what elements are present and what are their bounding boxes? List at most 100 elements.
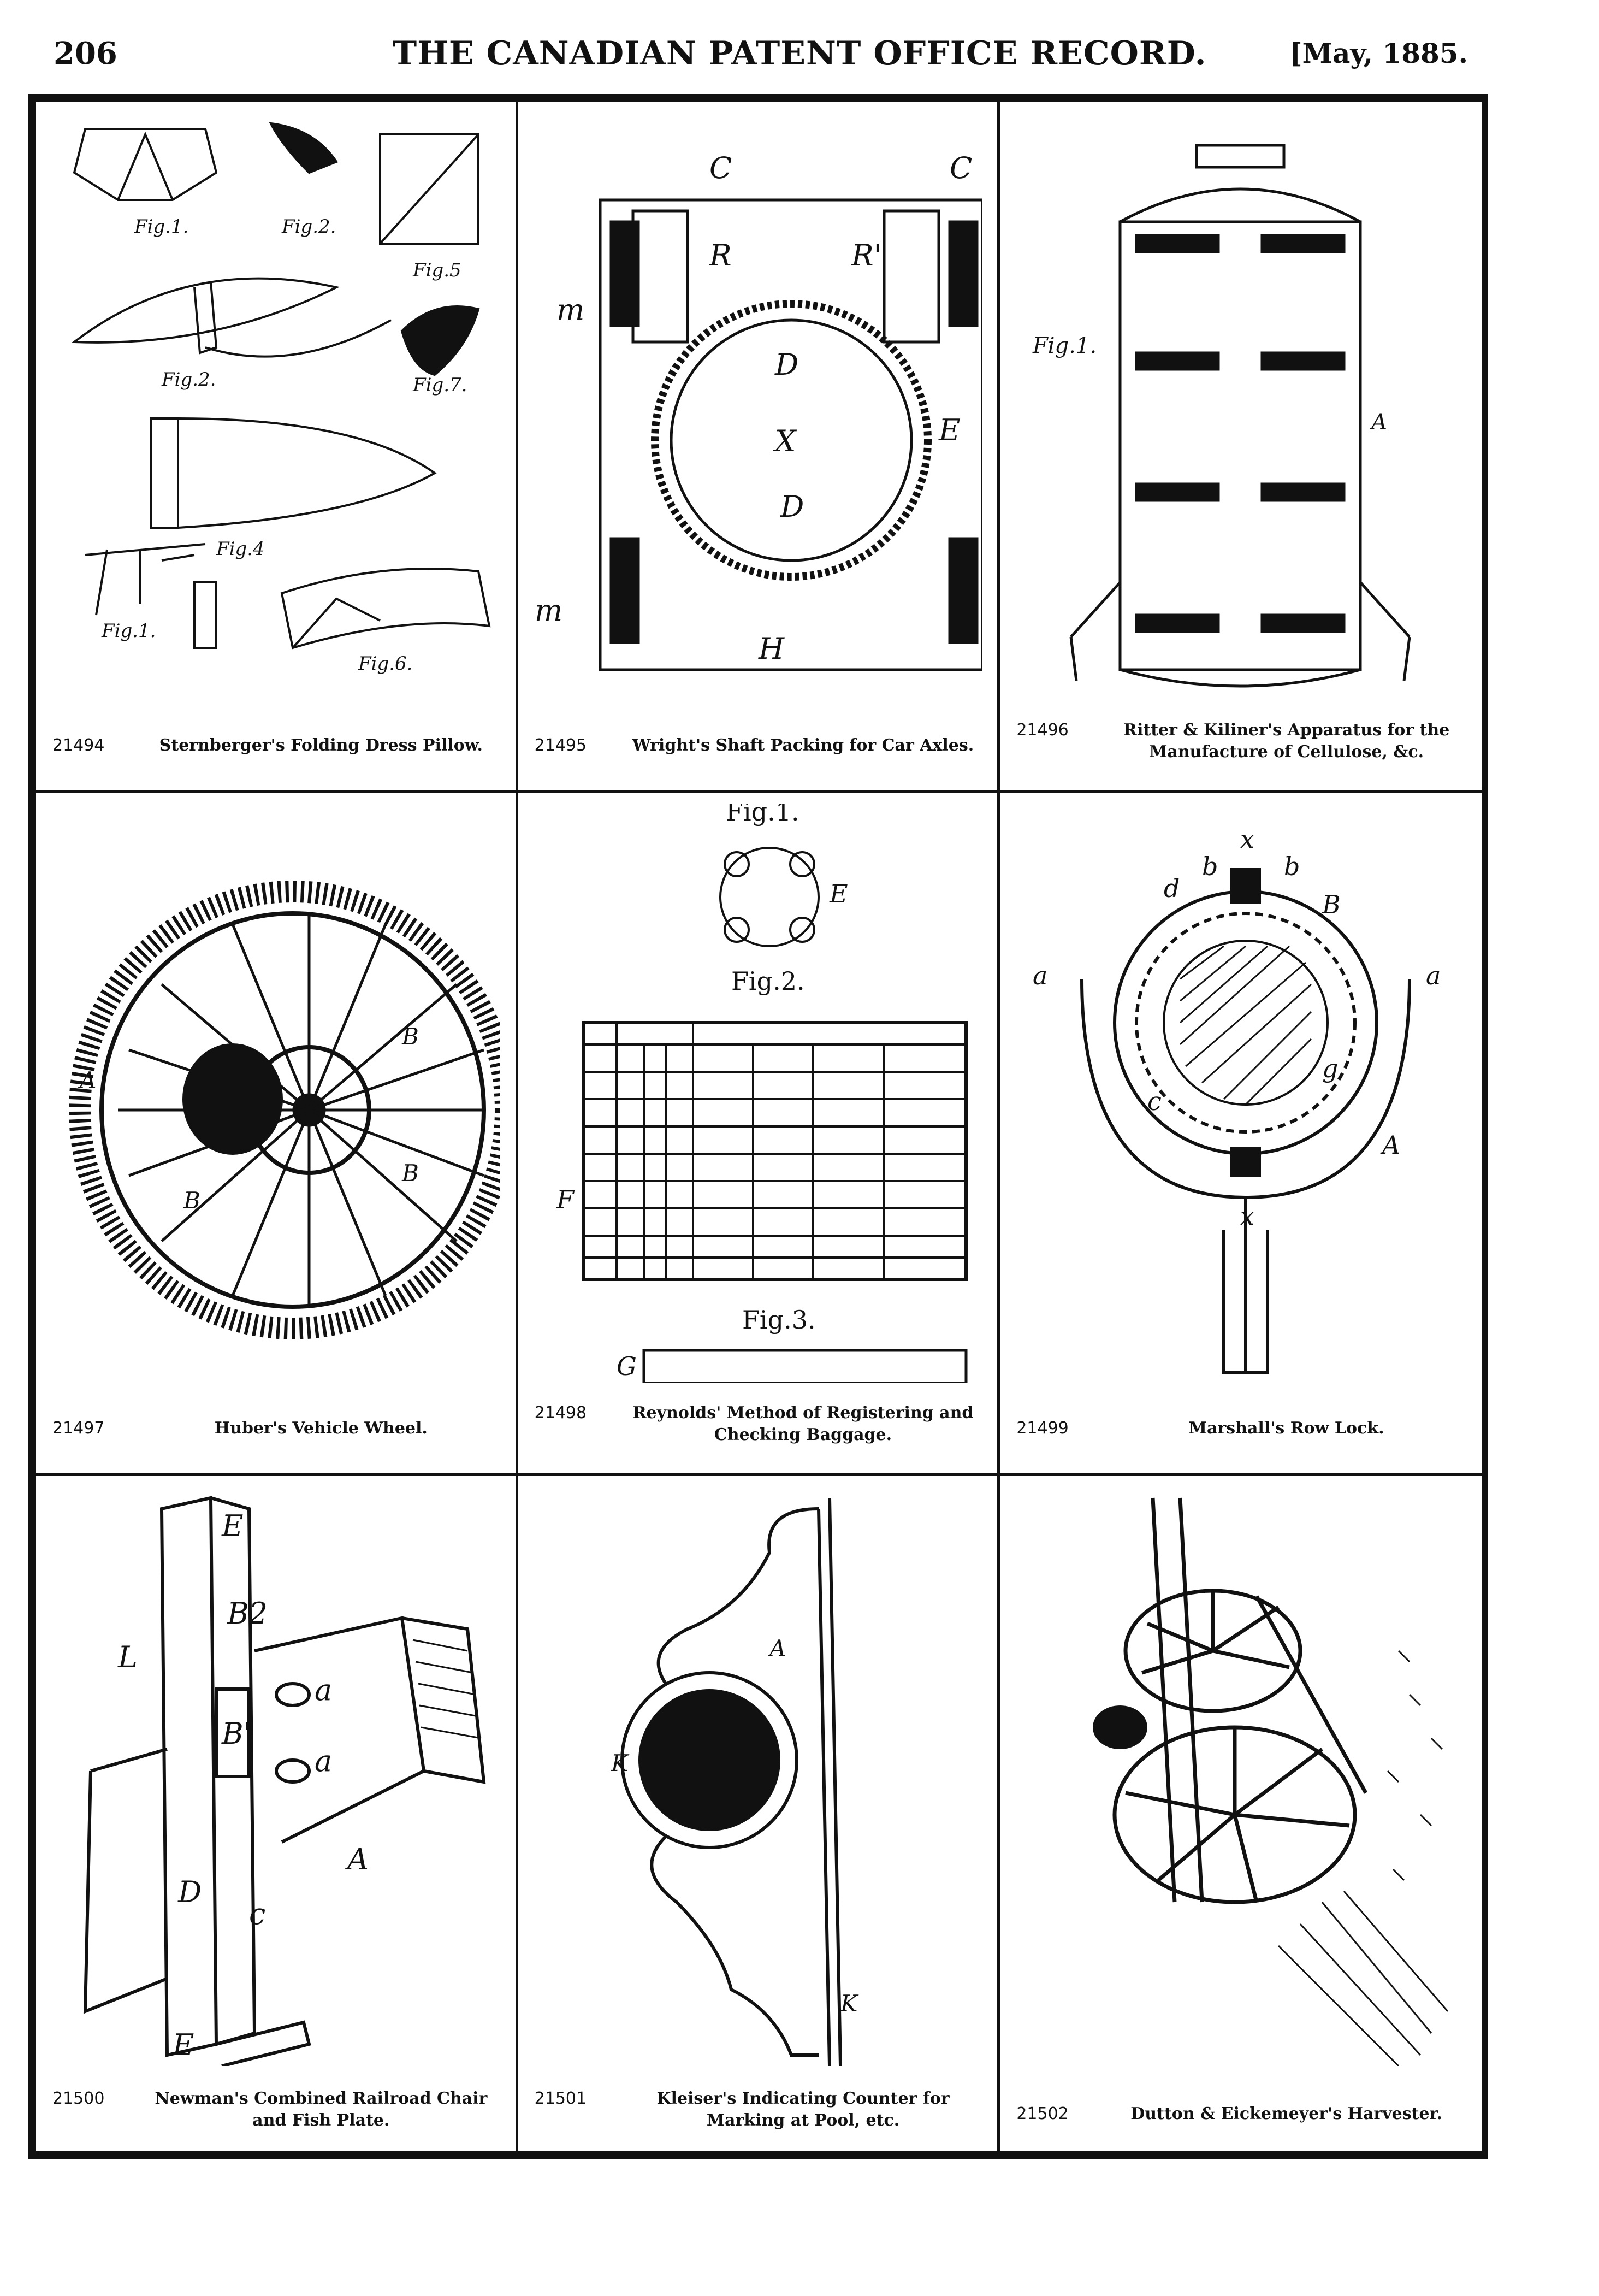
figure-label: m (535, 593, 562, 628)
patent-caption: 21501 Kleiser's Indicating Counter for M… (535, 2083, 985, 2149)
figure-label: a (315, 1673, 332, 1707)
patent-number: 21502 (1016, 2104, 1069, 2123)
figure-label: E (172, 2028, 194, 2062)
figure-label: B (401, 1023, 419, 1050)
patent-title: Newman's Combined Railroad Chair and Fis… (155, 2089, 488, 2130)
figure-label: L (117, 1640, 138, 1674)
figure-label: A (345, 1842, 369, 1876)
folding-pillow-drawing-icon: Fig.1. Fig.2. Fig.5 Fig.2. Fig.7. Fig.4 … (71, 122, 491, 675)
pool-counter-drawing-icon: K A K (611, 1497, 859, 2066)
figure-label: g (1322, 1054, 1338, 1083)
figure-label: E (221, 1509, 243, 1543)
figure-label: R' (851, 238, 882, 273)
figure-label: Fig.1. (134, 216, 188, 238)
issue-date: [May, 1885. (1289, 37, 1468, 69)
figure-label: A (1369, 410, 1387, 435)
figure-label: A (1380, 1130, 1400, 1160)
figure-label: Fig.6. (358, 653, 412, 675)
figure-label: X (773, 424, 797, 458)
patent-title: Dutton & Eickemeyer's Harvester. (1130, 2104, 1443, 2123)
patent-number: 21501 (534, 2089, 587, 2108)
figure-label: x (1240, 1201, 1254, 1231)
figure-label: C (709, 151, 732, 185)
patent-number: 21495 (534, 736, 587, 755)
figure-label: B' (221, 1716, 252, 1751)
patent-cell-21500: L B2 B' a a A D c E E 21500 Newman's Com… (36, 1476, 518, 2159)
patent-title: Marshall's Row Lock. (1188, 1419, 1384, 1438)
figure-label: B (183, 1187, 200, 1214)
patent-number: 21497 (52, 1419, 105, 1438)
figure-label: E (829, 879, 848, 908)
figure-label: B2 (227, 1596, 268, 1631)
patent-cell-21502: 21502 Dutton & Eickemeyer's Harvester. (1000, 1476, 1482, 2159)
patent-title: Sternberger's Folding Dress Pillow. (159, 736, 483, 755)
railroad-chair-drawing-icon: L B2 B' a a A D c E E (83, 1496, 486, 2066)
patent-cell-21498: Fig.1. Fig.2. Fig.3. F G E 21498 Reynold… (518, 793, 1000, 1476)
figure-label: Fig.7. (412, 374, 467, 396)
patent-cell-21501: K A K 21501 Kleiser's Indicating Counter… (518, 1476, 1000, 2159)
patent-cell-21496: Fig.1. A 21496 Ritter & Kiliner's Appara… (1000, 102, 1482, 793)
figure-label: Fig.2. (281, 216, 336, 238)
figure-label: A (767, 1635, 786, 1662)
patent-caption: 21500 Newman's Combined Railroad Chair a… (52, 2083, 502, 2149)
patent-number: 21498 (534, 1403, 587, 1423)
figure-label: b (1202, 852, 1218, 881)
patent-number: 21499 (1016, 1419, 1069, 1438)
patent-caption: 21499 Marshall's Row Lock. (1016, 1398, 1469, 1463)
patent-grid: Fig.1. Fig.2. Fig.5 Fig.2. Fig.7. Fig.4 … (36, 102, 1482, 2159)
figure-label: B (1322, 890, 1341, 919)
patent-title: Huber's Vehicle Wheel. (214, 1419, 428, 1438)
figure-label: D (177, 1875, 202, 1909)
patent-caption: 21498 Reynolds' Method of Registering an… (535, 1398, 985, 1463)
figure-label: Fig.2. (161, 369, 216, 391)
cellulose-apparatus-drawing-icon: Fig.1. A (1032, 144, 1411, 688)
patent-caption: 21494 Sternberger's Folding Dress Pillow… (52, 715, 502, 781)
vehicle-wheel-drawing-icon: A B B B (69, 881, 500, 1339)
shaft-packing-drawing-icon: C C R R' m D X E D m H (535, 151, 982, 671)
patent-title: Kleiser's Indicating Counter for Marking… (656, 2089, 950, 2130)
patent-cell-21499: x b b d B a a c g A x 21499 Marshall's R… (1000, 793, 1482, 1476)
patent-title: Ritter & Kiliner's Apparatus for the Man… (1123, 721, 1450, 762)
figure-label: C (950, 151, 972, 185)
figure-label: Fig.4 (216, 538, 265, 560)
figure-label: c (1147, 1087, 1162, 1116)
row-lock-drawing-icon: x b b d B a a c g A x (1033, 824, 1441, 1374)
figure-label: a (315, 1744, 332, 1778)
patent-caption: 21497 Huber's Vehicle Wheel. (52, 1398, 502, 1463)
figure-label: D (774, 347, 798, 382)
patent-title: Reynolds' Method of Registering and Chec… (632, 1403, 974, 1444)
figure-label: Fig.5 (412, 259, 461, 281)
patent-caption: 21496 Ritter & Kiliner's Apparatus for t… (1016, 715, 1469, 781)
figure-label: A (78, 1067, 96, 1094)
figure-label: Fig.1. (1032, 333, 1097, 358)
baggage-register-drawing-icon: Fig.1. Fig.2. Fig.3. F G E (556, 804, 968, 1383)
figure-label: d (1164, 873, 1180, 903)
figure-label: a (1033, 961, 1047, 990)
figure-label: Fig.3. (742, 1305, 816, 1335)
figure-label: Fig.1. (101, 620, 156, 642)
figure-label: B (401, 1160, 419, 1187)
figure-label: a (1426, 961, 1441, 990)
figure-label: c (249, 1897, 265, 1931)
patent-cell-21494: Fig.1. Fig.2. Fig.5 Fig.2. Fig.7. Fig.4 … (36, 102, 518, 793)
figure-label: K (840, 1990, 859, 2017)
publication-title: THE CANADIAN PATENT OFFICE RECORD. (392, 34, 1207, 73)
patent-number: 21500 (52, 2089, 105, 2108)
figure-label: E (938, 413, 960, 447)
patent-cell-21495: C C R R' m D X E D m H 21495 Wright's Sh… (518, 102, 1000, 793)
figure-label: x (1240, 824, 1254, 854)
figure-label: b (1284, 852, 1300, 881)
figure-label: m (556, 293, 584, 327)
figure-label: Fig.1. (726, 804, 800, 827)
patent-cell-21497: A B B B 21497 Huber's Vehicle Wheel. (36, 793, 518, 1476)
figure-label: D (780, 489, 804, 524)
figure-label: H (758, 631, 785, 666)
figure-label: G (617, 1351, 637, 1381)
figure-label: F (556, 1185, 575, 1214)
page-number: 206 (54, 36, 117, 72)
patent-number: 21496 (1016, 721, 1069, 740)
figure-label: Fig.2. (731, 966, 805, 996)
patent-caption: 21495 Wright's Shaft Packing for Car Axl… (535, 715, 985, 781)
patent-number: 21494 (52, 736, 105, 755)
figure-label: K (611, 1750, 630, 1776)
